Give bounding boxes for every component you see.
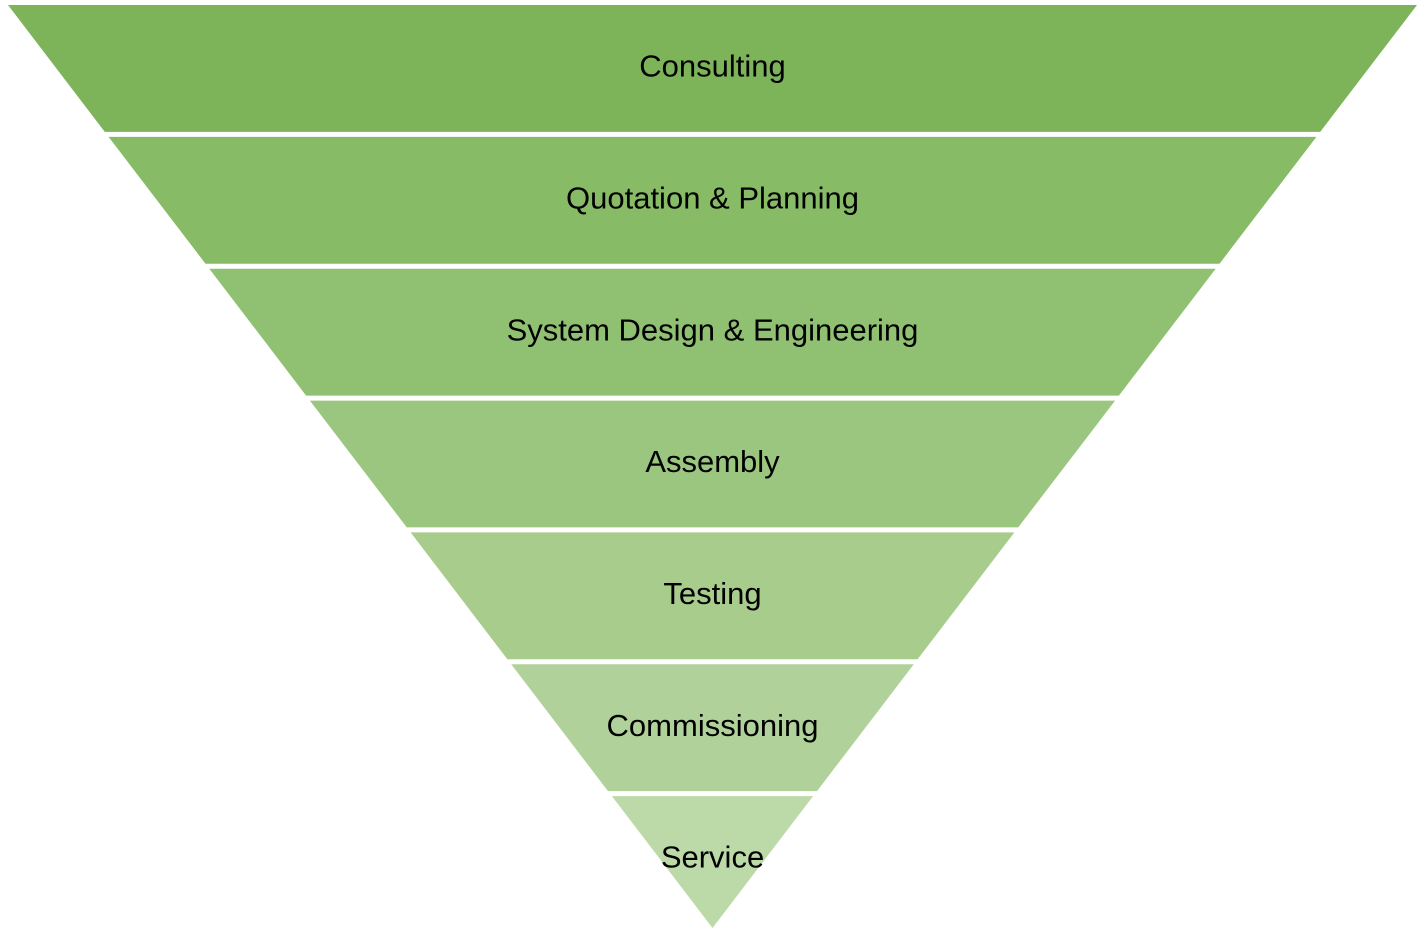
stage-band-testing (410, 532, 1015, 660)
stage-quotation-planning: Quotation & Planning (108, 136, 1317, 264)
stage-consulting: Consulting (8, 5, 1417, 132)
stage-band-quotation-planning (108, 136, 1317, 264)
stage-label-assembly: Assembly (645, 444, 780, 479)
stage-band-commissioning (511, 664, 914, 792)
stage-label-commissioning: Commissioning (607, 708, 819, 743)
stage-testing: Testing (410, 532, 1015, 660)
stage-band-consulting (8, 5, 1417, 132)
stage-band-system-design-engineering (209, 268, 1216, 396)
stage-service: Service (611, 796, 814, 928)
stage-label-service: Service (661, 839, 764, 874)
stage-label-consulting: Consulting (639, 49, 785, 84)
stage-commissioning: Commissioning (511, 664, 914, 792)
stage-label-system-design-engineering: System Design & Engineering (507, 312, 919, 347)
stage-assembly: Assembly (309, 400, 1116, 528)
stage-band-service (611, 796, 814, 928)
stage-system-design-engineering: System Design & Engineering (209, 268, 1216, 396)
stage-band-assembly (309, 400, 1116, 528)
stage-label-testing: Testing (663, 576, 761, 611)
stage-label-quotation-planning: Quotation & Planning (566, 180, 859, 215)
